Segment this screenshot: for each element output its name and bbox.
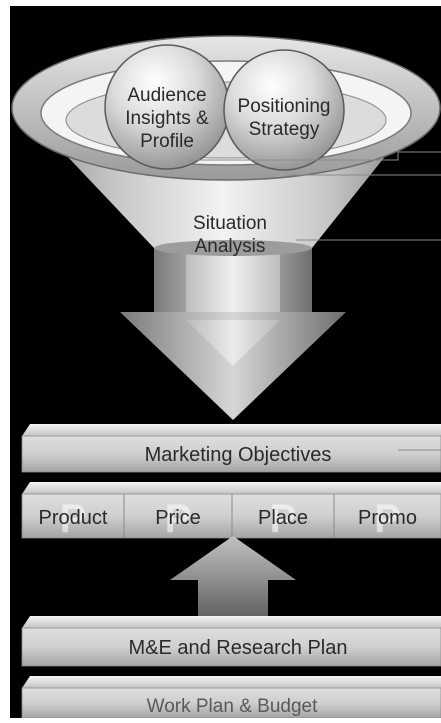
me-research-plan-label: M&E and Research Plan bbox=[128, 637, 347, 659]
marketing-objectives-label: Marketing Objectives bbox=[145, 444, 332, 466]
situation-line-1: Situation bbox=[193, 213, 267, 234]
mix-label-price: Price bbox=[155, 507, 201, 529]
mix-watermark-promo: P bbox=[374, 497, 401, 541]
sphere-right-line-2: Strategy bbox=[249, 119, 320, 140]
marketing-objectives-bar: Marketing Objectives bbox=[21, 424, 441, 473]
me-research-plan-bar: M&E and Research Plan bbox=[21, 616, 441, 667]
mix-watermark-price: P bbox=[165, 497, 192, 541]
work-plan-label: Work Plan & Budget bbox=[147, 696, 318, 717]
sphere-left-line-2: Insights & bbox=[125, 108, 209, 129]
sphere-positioning-strategy: Positioning Strategy bbox=[223, 49, 345, 171]
work-plan-bar: Work Plan & Budget bbox=[21, 676, 441, 719]
mix-label-promo: Promo bbox=[358, 507, 417, 529]
sphere-left-line-1: Audience bbox=[127, 85, 206, 106]
sphere-audience-insights: Audience Insights & Profile bbox=[104, 44, 230, 170]
mix-watermark-place: P bbox=[270, 497, 297, 541]
sphere-left-line-3: Profile bbox=[140, 131, 194, 152]
mix-label-product: Product bbox=[39, 507, 108, 529]
mix-label-place: Place bbox=[258, 507, 308, 529]
funnel-spout bbox=[154, 240, 312, 256]
mix-watermark-product: P bbox=[60, 497, 87, 541]
up-arrow bbox=[170, 536, 296, 620]
sphere-right-line-1: Positioning bbox=[238, 96, 331, 117]
situation-line-2: Analysis bbox=[195, 236, 266, 257]
